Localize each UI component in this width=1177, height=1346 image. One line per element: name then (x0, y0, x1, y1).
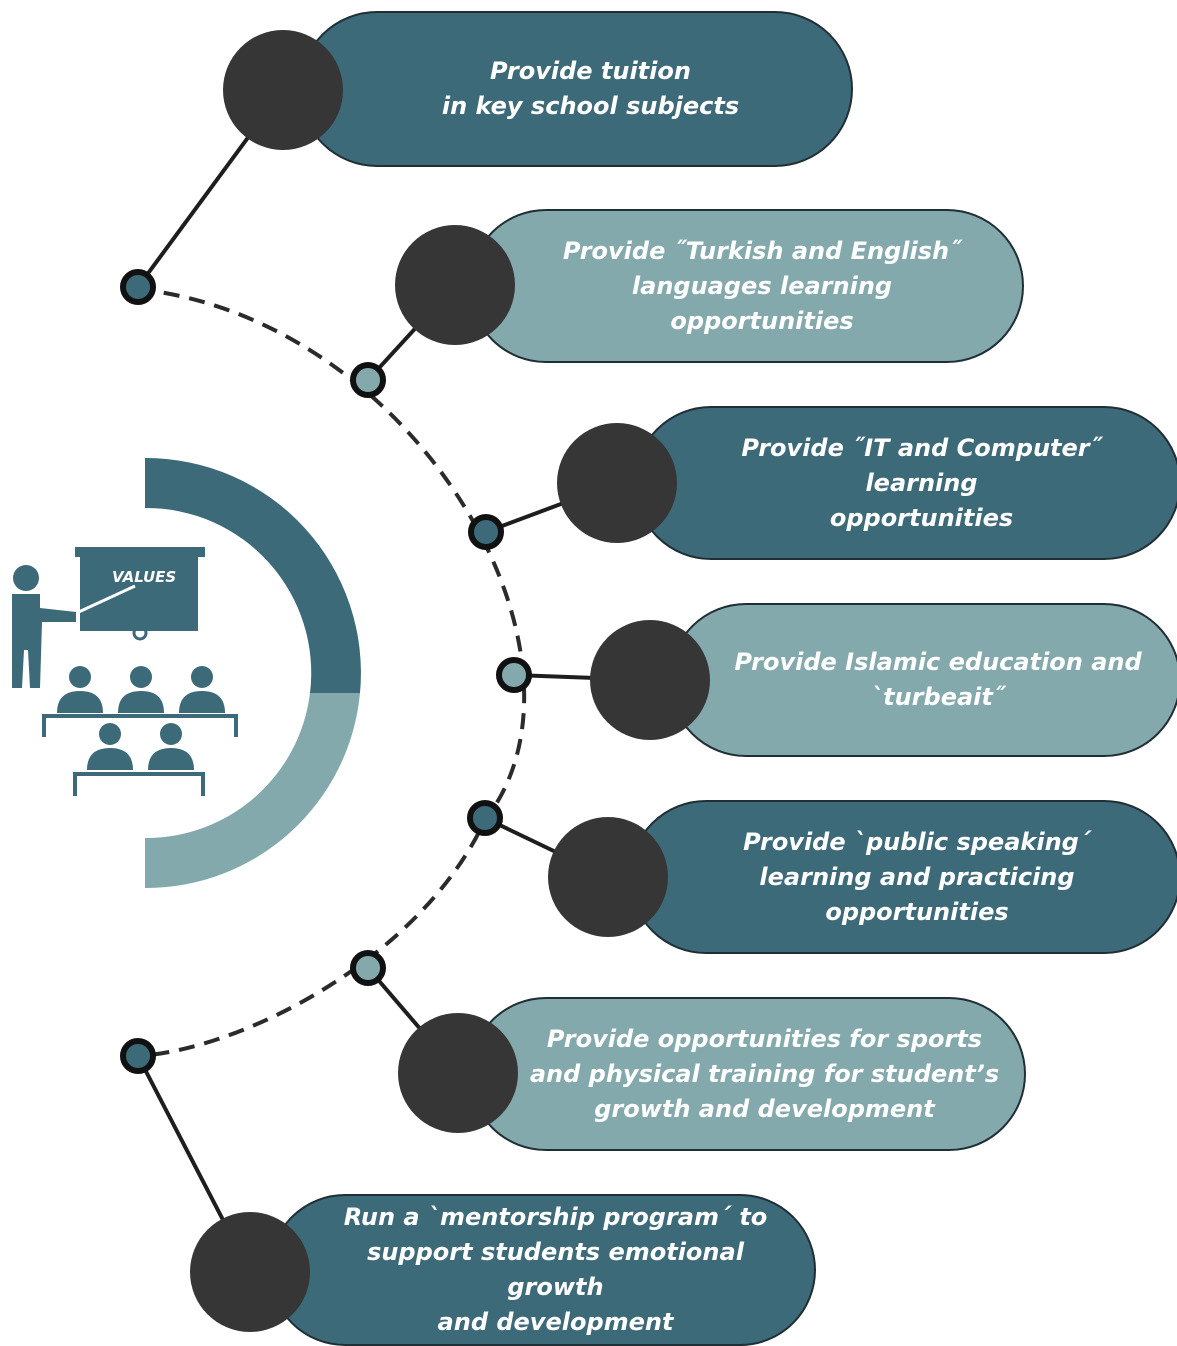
timeline-node (350, 950, 386, 986)
board-stand-icon (132, 625, 148, 641)
timeline-node (496, 657, 532, 693)
value-circle (395, 225, 515, 345)
half-ring-bottom-segment (145, 693, 360, 889)
value-circle (190, 1212, 310, 1332)
value-items (120, 11, 1177, 1346)
teacher-head-icon (13, 565, 39, 591)
value-label: Provide opportunities for sports and phy… (529, 1024, 1000, 1123)
timeline-node (350, 362, 386, 398)
value-circle (223, 30, 343, 150)
timeline-node (467, 800, 503, 836)
value-label: Provide ˝IT and Computer˝ learning oppor… (741, 433, 1102, 532)
board-top-bar-icon (75, 547, 205, 557)
timeline-node (120, 1038, 156, 1074)
timeline-dashed-arc (137, 287, 526, 1058)
value-label: Provide tuition in key school subjects (441, 57, 740, 120)
half-ring-top-segment (145, 457, 361, 693)
value-circle (590, 620, 710, 740)
value-label: Provide ˝Turkish and English˝ languages … (562, 236, 962, 335)
value-circle (398, 1013, 518, 1133)
timeline-node (120, 269, 156, 305)
classroom-icon: VALUES (12, 547, 238, 796)
value-label: Run a ˋmentorship programˊ to support st… (343, 1203, 768, 1336)
timeline-node (468, 514, 504, 550)
value-label: Provide Islamic education and ˋturbeait˝ (734, 648, 1142, 711)
board-title: VALUES (112, 568, 176, 586)
value-circle (557, 423, 677, 543)
students-row-1-icon (42, 666, 238, 737)
teacher-body-icon (12, 594, 76, 688)
value-label: Provide ˋpublic speakingˊ learning and p… (743, 827, 1091, 926)
board-pointer-icon (69, 584, 136, 618)
value-circle (548, 817, 668, 937)
students-row-2-icon (73, 723, 205, 796)
board-icon (80, 557, 198, 631)
